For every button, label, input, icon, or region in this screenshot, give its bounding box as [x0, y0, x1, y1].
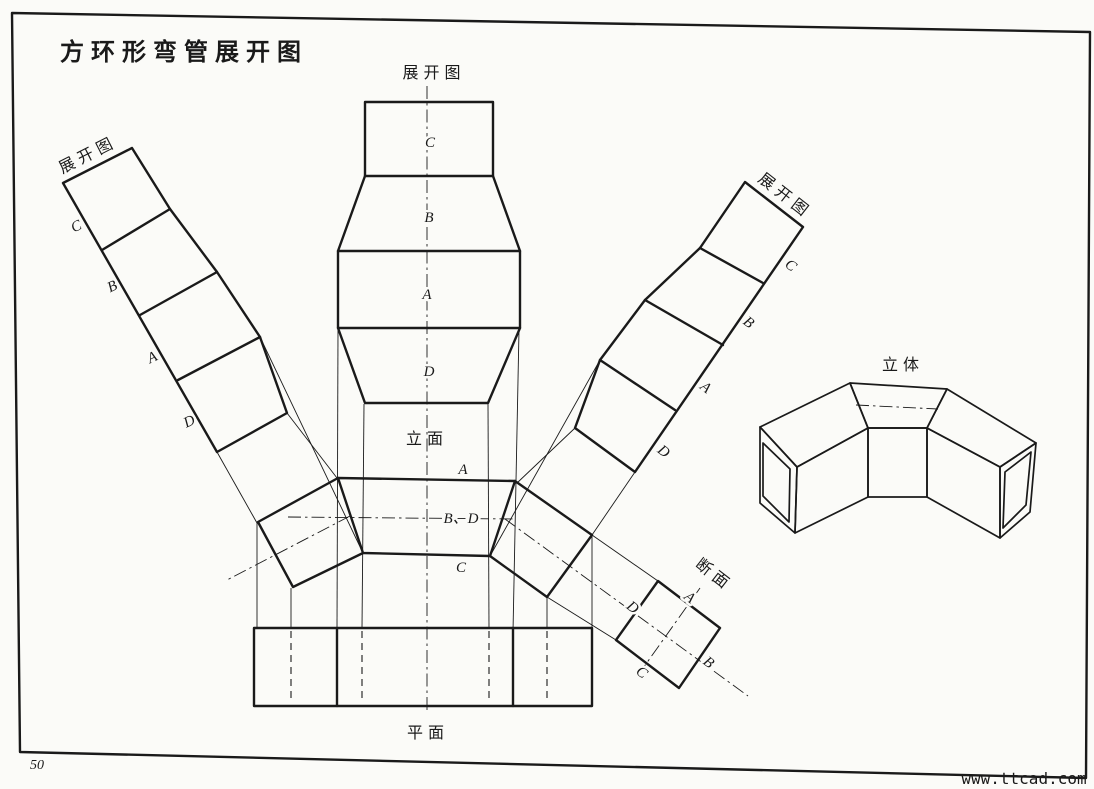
section-letter-d: D	[622, 598, 641, 618]
seam-letter-c: C	[782, 256, 801, 275]
elevation-label: 立面	[406, 429, 448, 448]
development-left-drawing: 展开图 C B A D	[55, 132, 289, 454]
seam-letter-b: B	[424, 210, 433, 226]
seam-letter-d: D	[423, 364, 435, 380]
section-letter-b: B	[700, 654, 717, 672]
page-border	[10, 11, 1092, 780]
edge-letter-bd: B、D	[444, 511, 479, 527]
development-right-drawing: 展开图 C B A D	[573, 169, 816, 474]
page-title: 方环形弯管展开图	[60, 38, 308, 66]
pictorial-drawing: 立体	[759, 355, 1037, 539]
right-duct-opening	[1002, 451, 1032, 529]
elevation-drawing: 立面 A B、D C	[256, 429, 594, 599]
left-duct-opening	[762, 442, 791, 523]
unfolding-rays	[216, 336, 659, 641]
development-top-label: 展开图	[402, 63, 465, 82]
section-letter-c: C	[633, 663, 652, 682]
seam-letter-a: A	[421, 287, 432, 303]
plan-label: 平面	[407, 723, 449, 742]
seam-letter-d: D	[653, 442, 672, 462]
watermark: www.ttcad.com	[961, 769, 1086, 788]
edge-letter-c: C	[456, 560, 467, 576]
seam-letter-c: C	[425, 135, 436, 151]
edge-letter-a: A	[457, 462, 468, 478]
centerlines	[226, 86, 749, 710]
page-number: 50	[30, 758, 44, 773]
section-letter-a: A	[680, 588, 699, 607]
seam-letter-c: C	[69, 217, 86, 236]
development-top-drawing: 展开图 C B A D	[336, 63, 522, 405]
section-label: 断面	[692, 554, 737, 595]
plan-drawing: 平面	[252, 626, 594, 742]
pictorial-label: 立体	[882, 355, 924, 374]
